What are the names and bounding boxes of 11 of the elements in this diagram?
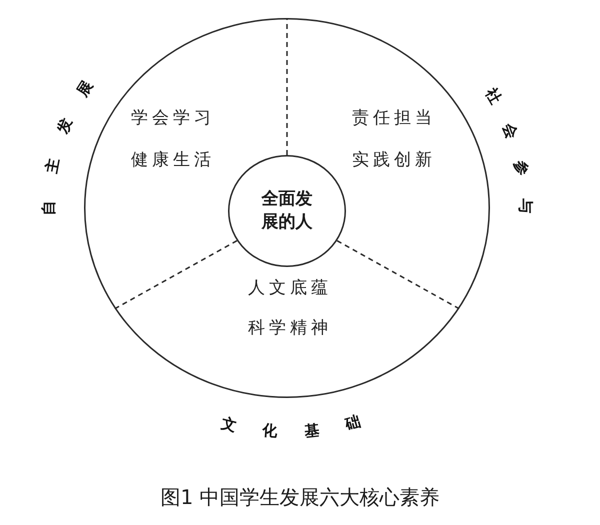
domain-heading: 社会参与 — [482, 85, 536, 216]
competency-label: 人文底蕴 — [247, 277, 332, 299]
domain-heading: 自主发展 — [38, 78, 96, 218]
core-label: 全面发展的人 — [260, 188, 314, 234]
domain-heading: 文化基础 — [219, 412, 364, 442]
competency-label: 学会学习 — [130, 107, 215, 129]
figure-caption: 图1 中国学生发展六大核心素养 — [160, 484, 440, 510]
competency-label: 健康生活 — [130, 149, 215, 171]
competency-label: 责任担当 — [351, 107, 436, 129]
competency-label: 科学精神 — [247, 317, 332, 339]
competency-label: 实践创新 — [351, 149, 436, 171]
